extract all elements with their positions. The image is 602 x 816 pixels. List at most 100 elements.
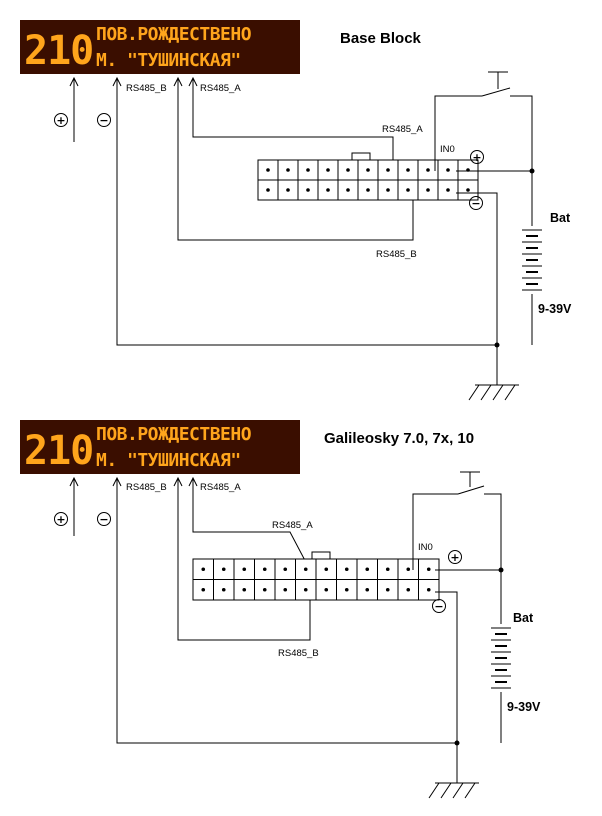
junction-dot xyxy=(498,567,504,573)
minus-terminal-wire xyxy=(456,192,498,345)
connector-pin xyxy=(385,587,390,592)
rs485-a-top-label: RS485_A xyxy=(200,83,241,94)
led-line-2: М. "ТУШИНСКАЯ" xyxy=(96,450,241,471)
connector-latch xyxy=(351,152,371,161)
ground-hatch xyxy=(492,384,504,401)
in0-wire xyxy=(434,95,482,171)
arrow-head xyxy=(173,476,183,487)
connector-pin xyxy=(201,567,206,572)
ground-hatch xyxy=(504,384,516,401)
plus-sign: + xyxy=(56,513,65,526)
led-line-2: М. "ТУШИНСКАЯ" xyxy=(96,50,241,71)
minus-wire xyxy=(116,478,457,744)
conn-plus-icon xyxy=(448,550,462,564)
arrow-head xyxy=(69,76,79,87)
rs485-b-pin-label: RS485_B xyxy=(278,648,319,659)
voltage-label: 9-39V xyxy=(507,700,541,714)
plus-sign: + xyxy=(56,114,65,127)
connector-pin xyxy=(406,567,411,572)
conn-minus: − xyxy=(434,600,443,613)
conn-plus: + xyxy=(472,151,481,164)
battery-icon xyxy=(489,624,513,692)
arrow-head xyxy=(112,476,122,487)
rs485-b-wire xyxy=(177,478,311,641)
connector-pin xyxy=(466,188,470,192)
in0-label: IN0 xyxy=(440,144,455,155)
connector-pin xyxy=(344,587,349,592)
connector-pin xyxy=(283,587,288,592)
conn-plus-icon xyxy=(470,150,484,164)
connector-pin xyxy=(365,567,370,572)
connector-pin xyxy=(426,567,431,572)
connector-pin xyxy=(446,168,450,172)
connector-pin xyxy=(266,188,270,192)
connector-pin xyxy=(262,567,267,572)
in0-wire xyxy=(412,493,458,570)
arrow-head xyxy=(188,76,198,87)
connector-pin xyxy=(262,587,267,592)
connector-pin xyxy=(366,168,370,172)
rs485-a-wire xyxy=(192,478,311,571)
connector-pin xyxy=(426,188,430,192)
rs485-a-wire xyxy=(192,78,394,171)
led-route-number: 210 xyxy=(24,428,93,474)
led-display-icon xyxy=(20,20,300,74)
connector-pin xyxy=(266,168,270,172)
connector-icon xyxy=(192,551,440,601)
connector-pin xyxy=(406,188,410,192)
switch-to-battery-wire xyxy=(484,493,502,743)
arrow-head xyxy=(112,76,122,87)
connector-icon xyxy=(257,152,479,201)
minus-wire xyxy=(116,78,497,346)
ground-icon xyxy=(428,743,479,799)
minus-sign-icon xyxy=(97,113,111,127)
minus-terminal-wire xyxy=(435,591,458,743)
ground-hatch xyxy=(428,782,440,799)
connector-pin xyxy=(303,567,308,572)
diagram-title: Galileosky 7.0, 7x, 10 xyxy=(324,430,474,447)
connector-pin xyxy=(221,587,226,592)
connector-pin xyxy=(344,567,349,572)
connector-pin xyxy=(324,567,329,572)
connector-pin xyxy=(324,587,329,592)
connector-pin xyxy=(326,168,330,172)
connector-pin xyxy=(346,168,350,172)
conn-minus-icon xyxy=(432,599,446,613)
connector-pin xyxy=(326,188,330,192)
connector-latch xyxy=(311,551,331,560)
voltage-label: 9-39V xyxy=(538,302,572,316)
rs485-a-top-label: RS485_A xyxy=(200,482,241,493)
rs485-b-wire xyxy=(177,78,414,241)
connector-pin xyxy=(386,168,390,172)
connector-pin xyxy=(221,567,226,572)
led-route-number: 210 xyxy=(24,28,93,74)
conn-minus-icon xyxy=(469,196,483,210)
connector-pin xyxy=(366,188,370,192)
switch-icon xyxy=(457,485,485,495)
minus-sign: − xyxy=(99,114,108,127)
ground-hatch xyxy=(440,782,452,799)
ground-hatch xyxy=(464,782,476,799)
connector-pin xyxy=(306,188,310,192)
led-line-1: ПОВ.РОЖДЕСТВЕНО xyxy=(96,24,252,45)
battery-label: Bat xyxy=(513,611,534,625)
plus-sign-icon xyxy=(54,512,68,526)
arrow-head xyxy=(188,476,198,487)
ground-hatch xyxy=(452,782,464,799)
connector-pin xyxy=(406,587,411,592)
conn-plus: + xyxy=(450,551,459,564)
rs485-a-pin-label: RS485_A xyxy=(272,520,313,531)
diagram-galileosky: 210 ПОВ.РОЖДЕСТВЕНО М. "ТУШИНСКАЯ" Galil… xyxy=(20,420,541,799)
connector-pin xyxy=(446,188,450,192)
connector-pin xyxy=(386,188,390,192)
conn-minus: − xyxy=(471,197,480,210)
plus-sign-icon xyxy=(54,113,68,127)
battery-icon xyxy=(520,226,544,294)
diagram-title: Base Block xyxy=(340,30,422,47)
connector-pin xyxy=(286,168,290,172)
battery-label: Bat xyxy=(550,211,571,225)
ground-icon xyxy=(468,345,519,401)
rs485-b-top-label: RS485_B xyxy=(126,83,167,94)
